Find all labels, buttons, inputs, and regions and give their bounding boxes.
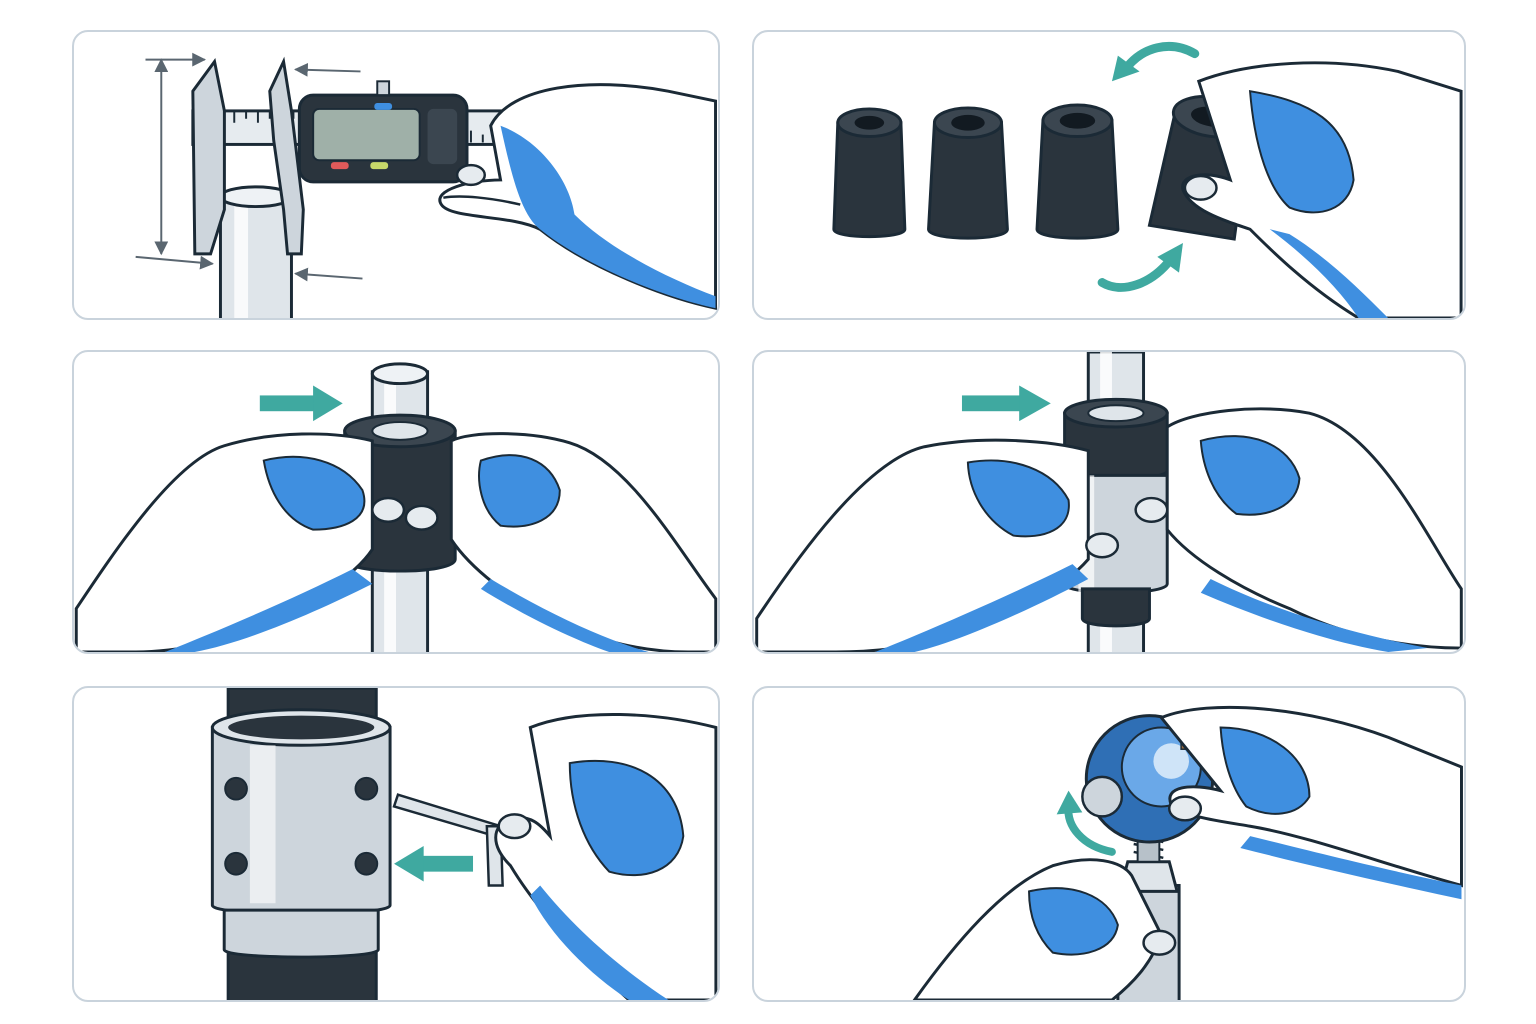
glove-accent <box>568 759 685 877</box>
left-glove-accent <box>262 455 366 531</box>
clamp-position-icon <box>755 352 1463 652</box>
glove-accent <box>500 125 716 309</box>
step-1-measure-panel <box>72 30 720 320</box>
step-3-slide-panel <box>72 350 720 654</box>
caliper-measure-icon <box>135 52 718 318</box>
step-6-attach-panel <box>752 686 1466 1002</box>
glove-accent <box>1248 89 1355 214</box>
hex-key <box>392 793 503 838</box>
caliper-screen <box>312 107 421 162</box>
rubber-sleeve-1 <box>832 107 907 239</box>
sleeve-slide-on-icon <box>74 362 718 652</box>
rubber-sleeve-select-icon <box>832 42 1463 318</box>
hex-key-tighten-icon <box>210 688 718 1000</box>
sliding-jaw <box>268 56 305 256</box>
push-arrow <box>421 855 474 872</box>
push-arrow <box>961 395 1022 412</box>
rotate-arrow-bottom <box>1097 254 1176 292</box>
right-glove-accent <box>1199 435 1301 516</box>
clamp-ring <box>222 908 380 959</box>
rubber-sleeve-3 <box>1035 103 1120 240</box>
screw-hole <box>224 776 248 801</box>
rubber-sleeve-2 <box>927 106 1009 240</box>
left-glove-accent <box>966 459 1070 538</box>
clamp-body <box>210 726 392 916</box>
rotate-arrow-top <box>1119 42 1200 76</box>
step-5-tighten-panel <box>72 686 720 1002</box>
ballhead-attach-icon <box>912 705 1463 1000</box>
right-glove-accent <box>478 454 561 528</box>
upper-glove-accent <box>1219 726 1311 815</box>
push-arrow <box>259 395 316 412</box>
tube <box>218 193 293 318</box>
step-4-position-panel <box>752 350 1466 654</box>
fixed-jaw <box>191 58 226 256</box>
jaw-arrow <box>294 62 361 77</box>
step-2-select-panel <box>752 30 1466 320</box>
lower-glove-accent <box>1028 887 1119 956</box>
